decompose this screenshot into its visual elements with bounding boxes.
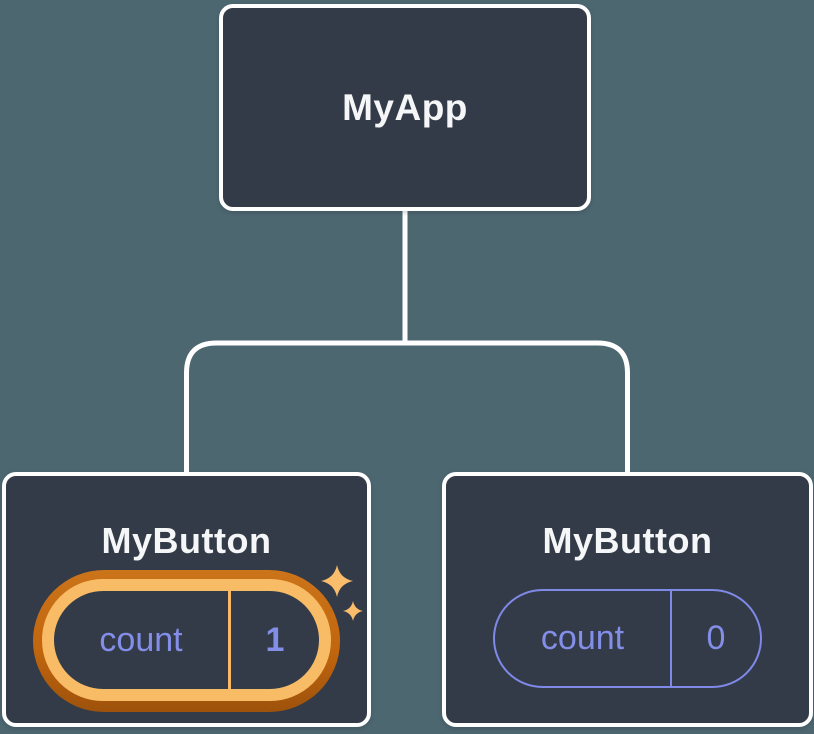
state-pill: count 1: [42, 579, 331, 701]
component-node-button-right: MyButton count 0: [442, 472, 813, 727]
state-name-label: count: [99, 620, 183, 659]
pill-divider: [228, 591, 231, 689]
state-pill: count 0: [493, 589, 762, 688]
state-value: 1: [265, 620, 285, 659]
state-highlight-ring: count 1: [33, 570, 340, 712]
component-node-button-left: MyButton count 1: [2, 472, 371, 727]
state-name-label: count: [540, 619, 625, 657]
component-name-label: MyButton: [101, 520, 272, 561]
state-value: 0: [706, 619, 726, 657]
component-node-root: MyApp: [219, 4, 591, 211]
sparkle-icon: [321, 565, 363, 621]
pill-divider: [670, 591, 672, 686]
component-name-label: MyApp: [342, 86, 468, 128]
component-name-label: MyButton: [542, 520, 713, 561]
